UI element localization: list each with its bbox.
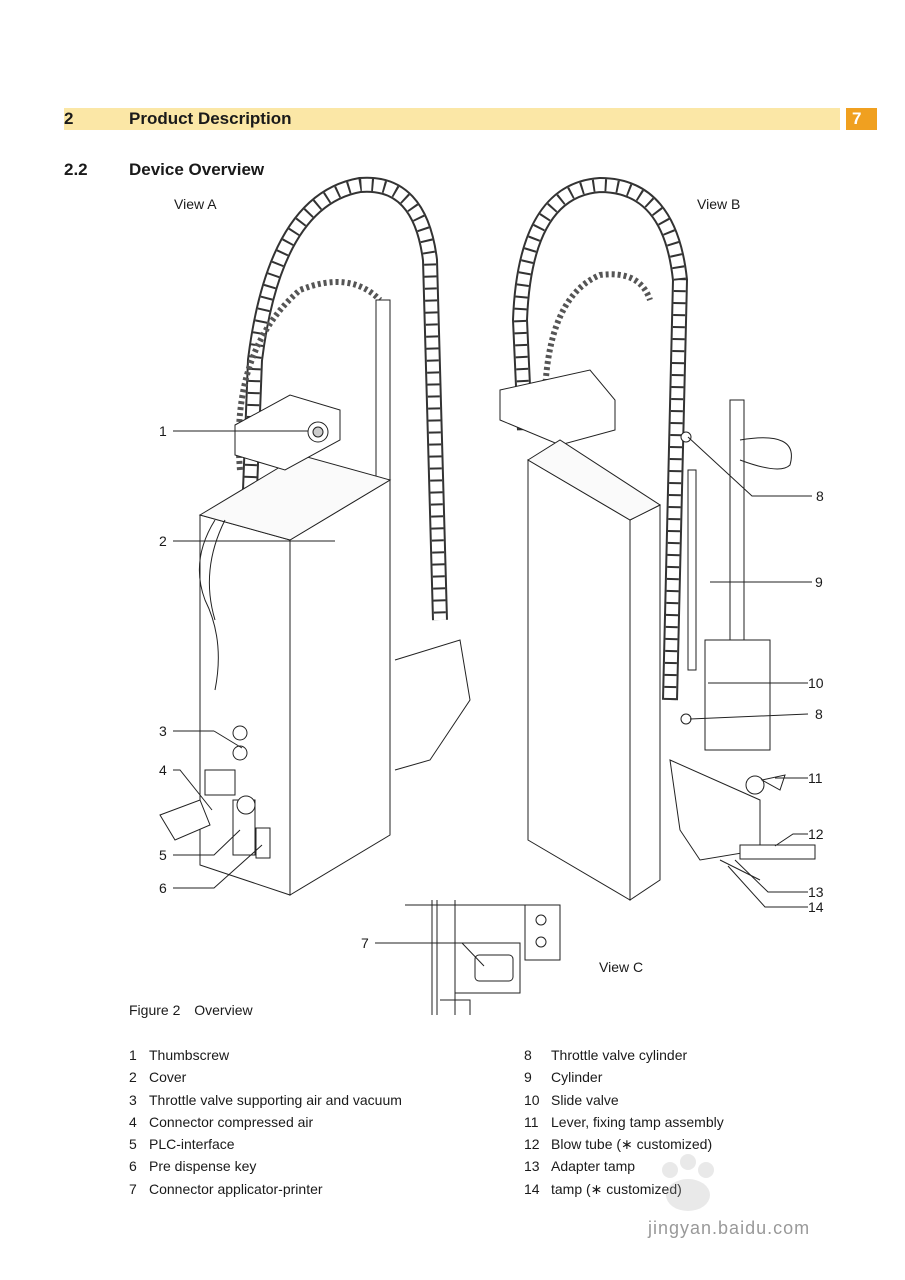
chapter-number: 2 <box>64 109 74 128</box>
section-number: 2.2 <box>64 160 88 179</box>
callout-1: 1 <box>159 423 167 439</box>
view-a-label: View A <box>174 196 217 212</box>
figure-label: Figure 2 <box>129 1002 181 1018</box>
leader-lines <box>173 430 812 967</box>
callout-13: 13 <box>808 884 824 900</box>
callout-11: 11 <box>808 770 823 786</box>
callout-3: 3 <box>159 723 167 739</box>
view-c-label: View C <box>599 959 644 975</box>
callout-8-top: 8 <box>816 488 824 504</box>
figure-caption: Figure 2 Overview <box>129 1002 253 1018</box>
callout-2: 2 <box>159 533 167 549</box>
figure-title: Overview <box>194 1002 253 1018</box>
callout-10: 10 <box>808 675 824 691</box>
callout-6: 6 <box>159 880 167 896</box>
view-b-label: View B <box>697 196 741 212</box>
callout-8-bottom: 8 <box>815 706 823 722</box>
watermark-text: jingyan.baidu.com <box>648 1218 811 1238</box>
view-a-drawing <box>159 176 471 896</box>
callout-4: 4 <box>159 762 167 778</box>
callout-12: 12 <box>808 826 824 842</box>
baidu-watermark-logo <box>662 1154 714 1211</box>
callout-14: 14 <box>808 899 824 915</box>
chapter-header-bar: 2 Product Description <box>64 108 840 130</box>
page-number: 7 <box>846 108 877 130</box>
callout-5: 5 <box>159 847 167 863</box>
view-c-drawing <box>405 900 561 1015</box>
view-b-drawing <box>499 176 816 901</box>
callout-9: 9 <box>815 574 823 590</box>
chapter-title: Product Description <box>129 109 292 128</box>
section-title: Device Overview <box>129 160 265 179</box>
callout-7: 7 <box>361 935 369 951</box>
